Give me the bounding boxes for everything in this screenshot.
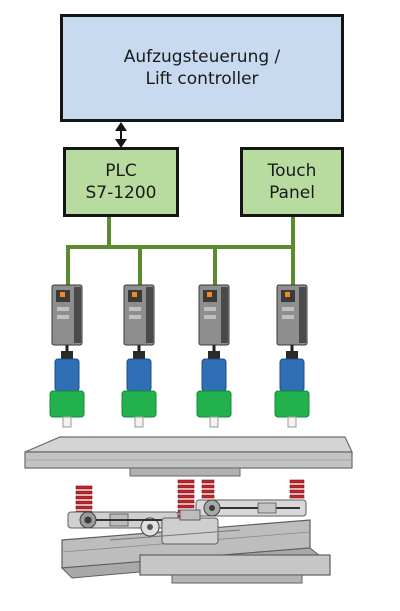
drive-unit-3 <box>196 284 232 428</box>
center-gear-housing <box>109 509 241 545</box>
frequency-inverter <box>123 284 155 346</box>
frequency-inverter <box>276 284 308 346</box>
motor-gearbox <box>274 345 310 428</box>
platform-top-plate <box>24 436 353 477</box>
lift-platform-illustration <box>24 436 353 584</box>
plc-label-line1: PLC <box>105 160 137 181</box>
motor-gearbox <box>196 345 232 428</box>
spindle-drive-right <box>195 499 307 517</box>
frequency-inverter <box>198 284 230 346</box>
touch-panel-label-line2: Panel <box>269 183 315 203</box>
spring-1 <box>75 485 93 515</box>
drive-unit-2 <box>121 284 157 428</box>
spindle-drive-left <box>67 511 179 537</box>
plc-label-line2: S7-1200 <box>85 183 157 203</box>
motor-gearbox <box>121 345 157 428</box>
drive-unit-4 <box>274 284 310 428</box>
bidirectional-arrow <box>115 122 127 148</box>
spring-3 <box>201 479 215 499</box>
lift-controller-box: Aufzugsteuerung / Lift controller <box>60 14 344 122</box>
lift-controller-label-line2: Lift controller <box>145 69 259 89</box>
bus-network <box>66 217 295 290</box>
touch-panel-label-line1: Touch <box>267 160 317 181</box>
drive-unit-1 <box>49 284 85 428</box>
plc-box: PLC S7-1200 <box>63 147 179 217</box>
lift-controller-label-line1: Aufzugsteuerung / <box>123 46 281 67</box>
motor-gearbox <box>49 345 85 428</box>
frequency-inverter <box>51 284 83 346</box>
touch-panel-box: Touch Panel <box>240 147 344 217</box>
